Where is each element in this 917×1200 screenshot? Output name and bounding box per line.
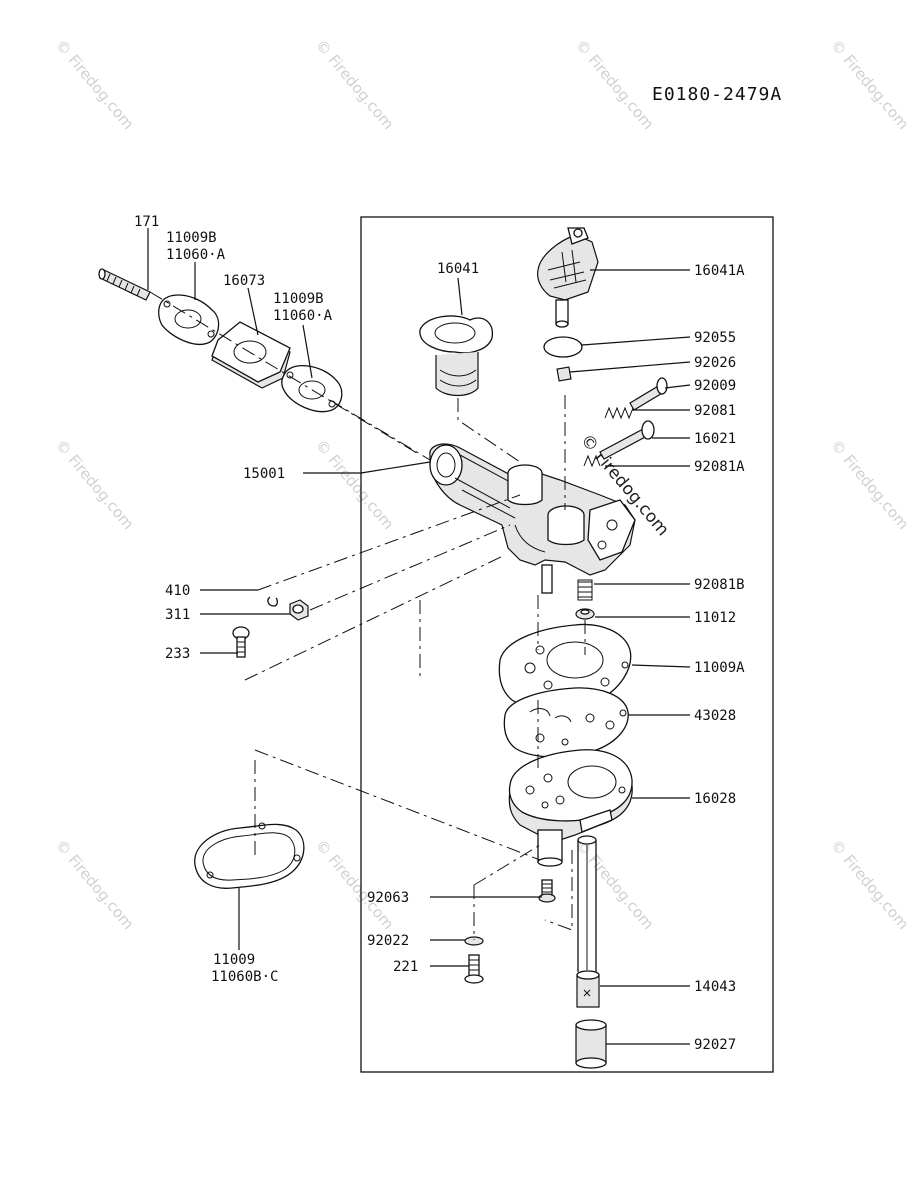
choke-cap-16041A bbox=[537, 227, 599, 328]
label-92081A: 92081A bbox=[694, 459, 745, 475]
cover-16041 bbox=[419, 315, 494, 397]
label-311: 311 bbox=[165, 607, 190, 623]
shaft bbox=[577, 835, 597, 972]
label-92055: 92055 bbox=[694, 330, 736, 346]
stud-171 bbox=[98, 268, 151, 301]
label-171: 171 bbox=[134, 214, 159, 230]
label-11012: 11012 bbox=[694, 610, 736, 626]
label-11009B-a: 11009B bbox=[166, 230, 217, 246]
label-92026: 92026 bbox=[694, 355, 736, 371]
watermark: © Firedog.com bbox=[827, 436, 912, 533]
spring-92081B bbox=[577, 579, 593, 601]
washer-92022 bbox=[464, 936, 484, 946]
watermark: © Firedog.com bbox=[52, 436, 137, 533]
valve-11012 bbox=[575, 608, 595, 620]
label-16021: 16021 bbox=[694, 431, 736, 447]
watermark: © Firedog.com bbox=[312, 36, 397, 133]
pad-92026 bbox=[556, 366, 572, 382]
assembly-frame bbox=[360, 216, 774, 1073]
label-11060A-a: 11060·A bbox=[166, 247, 226, 263]
watermark: © Firedog.com bbox=[572, 836, 657, 933]
insulator-16073 bbox=[211, 321, 291, 389]
watermark: © Firedog.com bbox=[312, 436, 397, 533]
label-92022: 92022 bbox=[367, 933, 409, 949]
label-11009: 11009 bbox=[213, 952, 255, 968]
oring-92055 bbox=[543, 336, 583, 358]
screw-92009 bbox=[629, 377, 668, 411]
watermark: © Firedog.com bbox=[312, 836, 397, 933]
label-92081B: 92081B bbox=[694, 577, 745, 593]
part-labels: 171 11009B 11060·A 16073 11009B 11060·A … bbox=[134, 214, 745, 1053]
label-16028: 16028 bbox=[694, 791, 736, 807]
gasket-43028 bbox=[503, 687, 629, 758]
label-15001: 15001 bbox=[243, 466, 285, 482]
watermark: © Firedog.com bbox=[827, 36, 912, 133]
gasket-upper bbox=[158, 294, 220, 345]
diagram-code: E0180-2479A bbox=[652, 84, 782, 105]
label-11060BC: 11060B·C bbox=[211, 969, 278, 985]
gasket-11009 bbox=[194, 822, 305, 889]
diaphragm-11009A bbox=[498, 623, 632, 710]
gasket-lower bbox=[281, 364, 343, 413]
label-43028: 43028 bbox=[694, 708, 736, 724]
spring-92081A bbox=[583, 454, 601, 468]
spring-92081 bbox=[604, 406, 634, 420]
label-11009B-b: 11009B bbox=[273, 291, 324, 307]
label-16041A: 16041A bbox=[694, 263, 745, 279]
label-92063: 92063 bbox=[367, 890, 409, 906]
watermark: © Firedog.com bbox=[52, 36, 137, 133]
watermark: © Firedog.com bbox=[572, 36, 657, 133]
screw-16021 bbox=[599, 420, 655, 460]
watermark: © Firedog.com bbox=[827, 836, 912, 933]
label-410: 410 bbox=[165, 583, 190, 599]
nut-311 bbox=[289, 599, 309, 621]
leader-lines bbox=[147, 228, 691, 1045]
watermark: © Firedog.com bbox=[52, 836, 137, 933]
screw-221 bbox=[464, 954, 484, 984]
label-14043: 14043 bbox=[694, 979, 736, 995]
bushing-14043 bbox=[576, 970, 600, 1008]
label-92027: 92027 bbox=[694, 1037, 736, 1053]
pump-body-16028 bbox=[508, 749, 633, 867]
label-221: 221 bbox=[393, 959, 418, 975]
label-92081: 92081 bbox=[694, 403, 736, 419]
label-11009A: 11009A bbox=[694, 660, 745, 676]
label-16041: 16041 bbox=[437, 261, 479, 277]
clip-410 bbox=[267, 596, 278, 607]
label-16073: 16073 bbox=[223, 273, 265, 289]
cap-92027 bbox=[575, 1019, 607, 1069]
screw-233 bbox=[232, 626, 250, 658]
label-11060A-b: 11060·A bbox=[273, 308, 333, 324]
label-92009: 92009 bbox=[694, 378, 736, 394]
screw-92063 bbox=[538, 879, 556, 903]
label-233: 233 bbox=[165, 646, 190, 662]
alignment-lines bbox=[149, 291, 586, 940]
